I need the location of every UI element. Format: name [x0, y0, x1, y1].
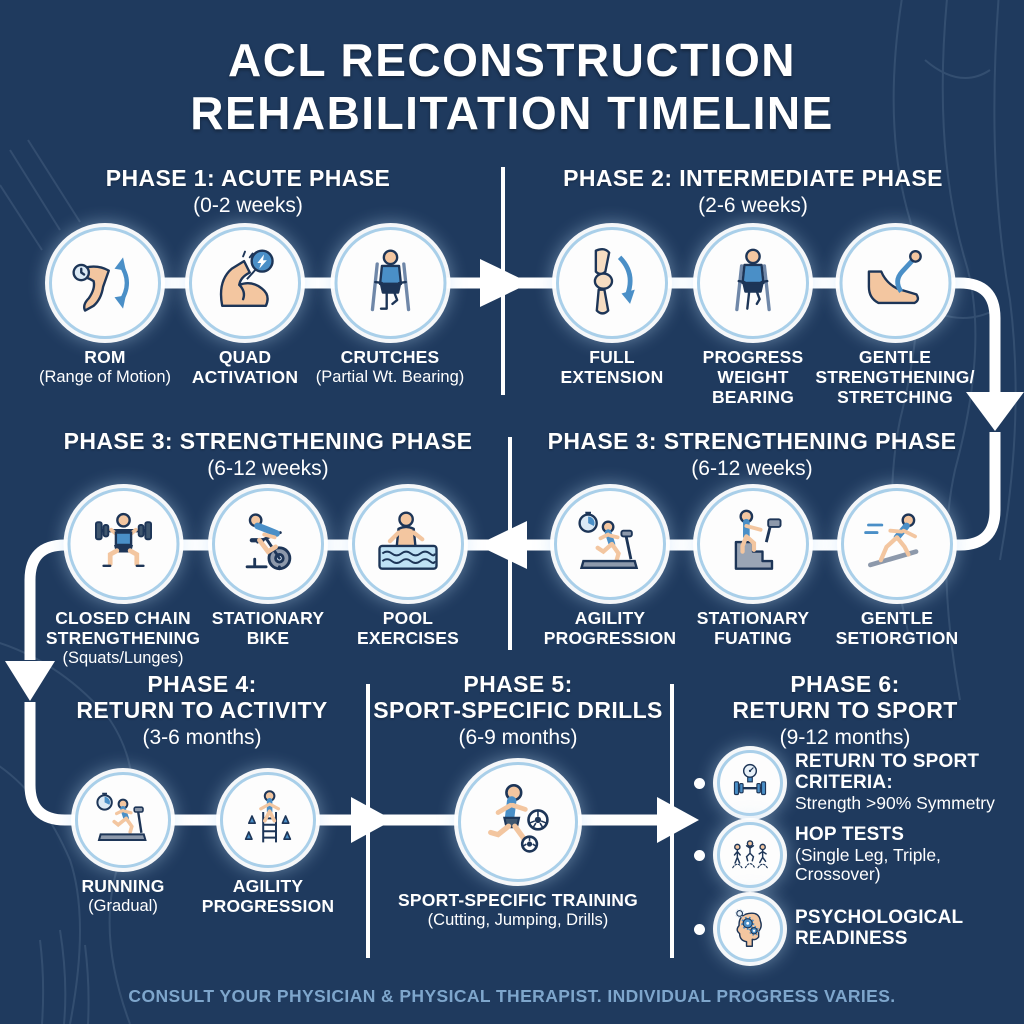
step-label: PROGRESS WEIGHT BEARING: [702, 347, 804, 407]
bullet-dot: [694, 777, 705, 789]
step-label: RUNNING (Gradual): [81, 876, 165, 915]
phase6-item-return-criteria: RETURN TO SPORT CRITERIA: Strength >90% …: [694, 750, 1024, 816]
phase3-right-header: PHASE 3: STRENGTHENING PHASE (6-12 weeks…: [547, 428, 957, 480]
ankle-resistance-band-icon: [839, 227, 951, 339]
step-label: FULL EXTENSION: [560, 347, 664, 387]
step-label: STATIONARY BIKE: [211, 608, 325, 648]
treadmill-run-icon: [75, 772, 171, 868]
step-rom: ROM (Range of Motion): [20, 227, 190, 386]
treadmill-stopwatch-icon: [554, 488, 666, 600]
step-stationary-fuating: STATIONARY FUATING: [678, 488, 828, 649]
soccer-training-icon: [458, 762, 578, 882]
knee-rom-icon: [49, 227, 161, 339]
step-stationary-bike: STATIONARY BIKE: [193, 488, 343, 649]
pool-walk-icon: [352, 488, 464, 600]
strength-gauge-dumbbell-icon: [717, 750, 783, 816]
step-gentle-strengthening: GENTLE STRENGTHENING/ STRETCHING: [808, 227, 983, 407]
step-running-gradual: RUNNING (Gradual): [53, 772, 193, 915]
bullet-dot: [694, 923, 705, 935]
step-label: GENTLE STRENGTHENING/ STRETCHING: [815, 347, 975, 407]
page-title: ACL RECONSTRUCTION REHABILITATION TIMELI…: [190, 34, 834, 141]
stair-stepper-icon: [697, 488, 809, 600]
bicep-flex-icon: [189, 227, 301, 339]
step-full-extension: FULL EXTENSION: [542, 227, 682, 388]
page-title-line2: REHABILITATION TIMELINE: [190, 87, 834, 140]
bullet-dot: [694, 849, 705, 861]
phase6-item-text: PSYCHOLOGICAL READINESS: [795, 907, 963, 949]
step-label: POOL EXERCISES: [357, 608, 459, 648]
arrow-right-row1: [480, 259, 530, 307]
arrow-left-row2: [477, 521, 527, 569]
brain-gears-icon: [717, 896, 783, 962]
step-progress-weight-bearing: PROGRESS WEIGHT BEARING: [688, 227, 818, 407]
barbell-squat-icon: [67, 488, 179, 600]
step-sport-specific-training: SPORT-SPECIFIC TRAINING (Cutting, Jumpin…: [393, 762, 643, 929]
weight-bearing-crutches-icon: [697, 227, 809, 339]
page-title-line1: ACL RECONSTRUCTION: [228, 34, 796, 86]
exercise-bike-icon: [212, 488, 324, 600]
step-gentle-setiorgtion: GENTLE SETIORGTION: [817, 488, 977, 649]
arrow-right-phase4-phase5: [351, 797, 393, 843]
step-label: GENTLE SETIORGTION: [835, 608, 959, 648]
phase6-item-psychological: PSYCHOLOGICAL READINESS: [694, 896, 1024, 962]
phase6-item-text: RETURN TO SPORT CRITERIA: Strength >90% …: [795, 751, 995, 814]
step-label: AGILITY PROGRESSION: [201, 876, 335, 916]
disclaimer-text: CONSULT YOUR PHYSICIAN & PHYSICAL THERAP…: [128, 986, 896, 1006]
step-label: STATIONARY FUATING: [696, 608, 810, 648]
step-pool-exercises: POOL EXERCISES: [338, 488, 478, 649]
phase3-left-header: PHASE 3: STRENGTHENING PHASE (6-12 weeks…: [63, 428, 473, 480]
phase6-header: PHASE 6: RETURN TO SPORT (9-12 months): [732, 671, 958, 749]
step-closed-chain: CLOSED CHAIN STRENGTHENING (Squats/Lunge…: [31, 488, 216, 667]
step-label: QUAD ACTIVATION: [191, 347, 299, 387]
step-label: CRUTCHES (Partial Wt. Bearing): [315, 347, 465, 386]
step-agility-progression-p4: AGILITY PROGRESSION: [188, 772, 348, 917]
phase5-header: PHASE 5: SPORT-SPECIFIC DRILLS (6-9 mont…: [373, 671, 663, 749]
phase4-header: PHASE 4: RETURN TO ACTIVITY (3-6 months): [76, 671, 328, 749]
hop-test-icon: [717, 822, 783, 888]
arrow-right-phase5-phase6: [657, 797, 699, 843]
step-quad-activation: QUAD ACTIVATION: [170, 227, 320, 388]
phase6-item-hop-tests: HOP TESTS (Single Leg, Triple, Crossover…: [694, 822, 1024, 888]
phase6-item-text: HOP TESTS (Single Leg, Triple, Crossover…: [795, 824, 941, 885]
knee-extension-icon: [556, 227, 668, 339]
phase2-header: PHASE 2: INTERMEDIATE PHASE (2-6 weeks): [563, 165, 943, 217]
step-crutches: CRUTCHES (Partial Wt. Bearing): [303, 227, 478, 386]
crutches-icon: [334, 227, 446, 339]
step-label: CLOSED CHAIN STRENGTHENING (Squats/Lunge…: [45, 608, 201, 667]
step-label: AGILITY PROGRESSION: [543, 608, 677, 648]
step-agility-progression-p3: AGILITY PROGRESSION: [535, 488, 685, 649]
slide-board-icon: [841, 488, 953, 600]
agility-ladder-cones-icon: [220, 772, 316, 868]
step-label: SPORT-SPECIFIC TRAINING (Cutting, Jumpin…: [398, 890, 638, 929]
step-label: ROM (Range of Motion): [38, 347, 172, 386]
phase1-header: PHASE 1: ACUTE PHASE (0-2 weeks): [105, 165, 391, 217]
